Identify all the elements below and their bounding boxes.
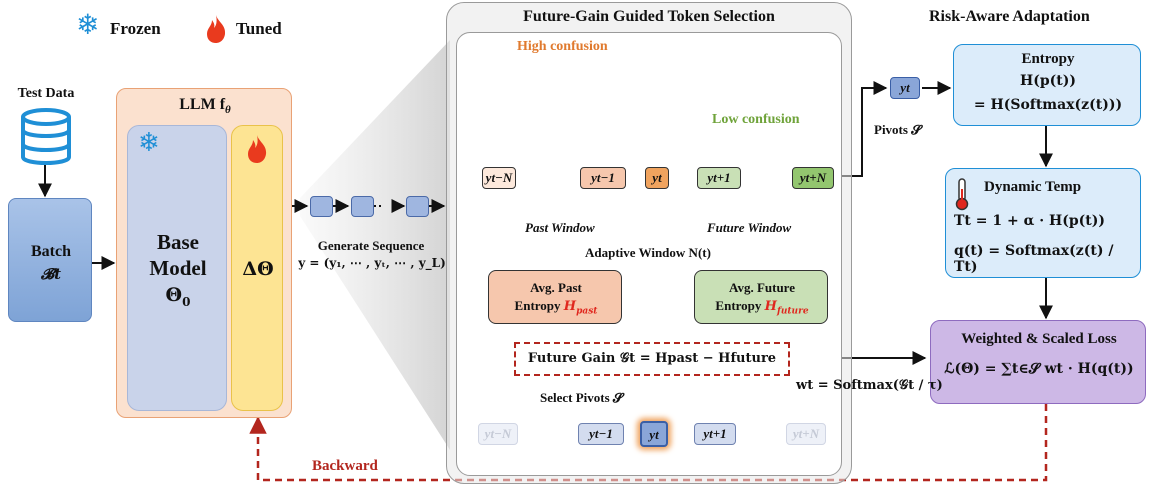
past-window-label: Past Window (525, 220, 595, 235)
backward-label: Backward (312, 458, 378, 474)
entropy-box: Entropy H(p(t)) = H(Softmax(z(t))) (953, 44, 1141, 126)
bottom-token-t-minus-1: yt−1 (578, 423, 624, 445)
snowflake-icon: ❄ (76, 10, 100, 41)
top-token-t-minus-n: yt−N (482, 167, 516, 189)
avg-future-line2: Entropy Hfuture (695, 298, 829, 317)
top-token-t-minus-1: yt−1 (580, 167, 626, 189)
avg-future-symbol-sub: future (776, 306, 809, 317)
llm-title: LLM fθ (117, 96, 293, 116)
avg-future-box: Avg. Future Entropy Hfuture (694, 270, 828, 324)
test-data-label: Test Data (17, 86, 75, 101)
top-token-t: yt (645, 167, 669, 189)
generate-sequence-label: Generate Sequence (317, 238, 425, 253)
avg-future-line1: Avg. Future (729, 280, 795, 295)
base-model-box: ❄ Base Model Θ0 (127, 125, 227, 411)
batch-symbol: 𝓑t (40, 265, 62, 283)
avg-past-box: Avg. Past Entropy Hpast (488, 270, 622, 324)
loss-title: Weighted & Scaled Loss (961, 331, 1117, 347)
weight-formula: wt = Softmax(𝒢t / τ) (796, 378, 943, 393)
bottom-token-t-minus-n: yt−N (478, 423, 518, 445)
avg-past-symbol-sub: past (576, 306, 598, 317)
bottom-token-t-selected: yt (640, 421, 668, 447)
seq-token-2 (351, 196, 374, 217)
top-token-t-plus-n: yt+N (792, 167, 834, 189)
avg-future-symbol: Hfuture (764, 299, 809, 317)
dynamic-temp-line2: q(t) = Softmax(z(t) / Tt) (954, 243, 1114, 275)
generate-sequence-formula: y = (y₁, ⋯ , yₜ, ⋯ , y_L) (298, 256, 446, 270)
low-confusion-label: Low confusion (712, 112, 800, 127)
top-token-t-plus-1: yt+1 (697, 167, 741, 189)
high-confusion-label: High confusion (517, 39, 608, 54)
entropy-line1: H(p(t)) (1020, 73, 1076, 89)
avg-past-line1: Avg. Past (530, 280, 582, 295)
select-pivots-label: Select Pivots 𝓢 (540, 390, 623, 405)
llm-title-text: LLM f (179, 96, 226, 113)
legend: ❄ Frozen Tuned (76, 10, 336, 44)
base-symbol: Θ (165, 284, 183, 306)
pivots-label: Pivots 𝓢 (874, 122, 922, 137)
avg-future-symbol-h: H (764, 299, 777, 314)
llm-title-sub: θ (225, 104, 231, 117)
seq-token-1 (310, 196, 333, 217)
legend-tuned-label: Tuned (236, 19, 282, 38)
base-snowflake-icon: ❄ (138, 128, 160, 157)
bottom-token-t-plus-n: yt+N (786, 423, 826, 445)
panel-title: Future-Gain Guided Token Selection (523, 8, 775, 25)
bottom-token-t-plus-1: yt+1 (694, 423, 736, 445)
avg-past-line2: Entropy Hpast (489, 298, 623, 317)
future-gain-inner (456, 32, 842, 476)
legend-frozen-label: Frozen (110, 19, 161, 38)
future-window-label: Future Window (707, 220, 792, 235)
delta-symbol: ΔΘ (242, 258, 274, 280)
batch-box: Batch 𝓑t (8, 198, 92, 322)
base-model-symbol: Θ0 (128, 284, 228, 309)
pivot-token: yt (890, 77, 920, 99)
database-icon (19, 108, 73, 166)
loss-box: Weighted & Scaled Loss ℒ(Θ) = ∑t∈𝓢 wt · … (930, 320, 1146, 404)
future-gain-box: Future Gain 𝒢t = Hpast − Hfuture (514, 342, 790, 376)
adaptive-window-label: Adaptive Window N(t) (585, 245, 711, 260)
dynamic-temp-line1: Tt = 1 + α · H(p(t)) (954, 213, 1105, 229)
avg-past-entropy-word: Entropy (514, 298, 561, 313)
avg-future-entropy-word: Entropy (715, 298, 762, 313)
risk-title: Risk-Aware Adaptation (929, 8, 1090, 25)
dynamic-temp-title: Dynamic Temp (984, 179, 1082, 195)
loss-formula: ℒ(Θ) = ∑t∈𝓢 wt · H(q(t)) (944, 361, 1134, 377)
batch-title: Batch (31, 243, 71, 260)
seq-token-3 (406, 196, 429, 217)
dynamic-temp-box: Dynamic Temp Tt = 1 + α · H(p(t)) q(t) =… (945, 168, 1141, 278)
entropy-line2: = H(Softmax(z(t))) (973, 97, 1123, 113)
llm-box: LLM fθ ❄ Base Model Θ0 ΔΘ (116, 88, 292, 418)
base-symbol-sub: 0 (182, 294, 191, 309)
avg-past-symbol-h: H (563, 299, 577, 314)
avg-past-symbol: Hpast (563, 299, 598, 317)
delta-box: ΔΘ (231, 125, 283, 411)
entropy-title: Entropy (1021, 51, 1075, 67)
zoom-projection (300, 40, 450, 450)
base-model-line1: Base (157, 230, 199, 254)
base-model-line2: Model (149, 256, 207, 280)
